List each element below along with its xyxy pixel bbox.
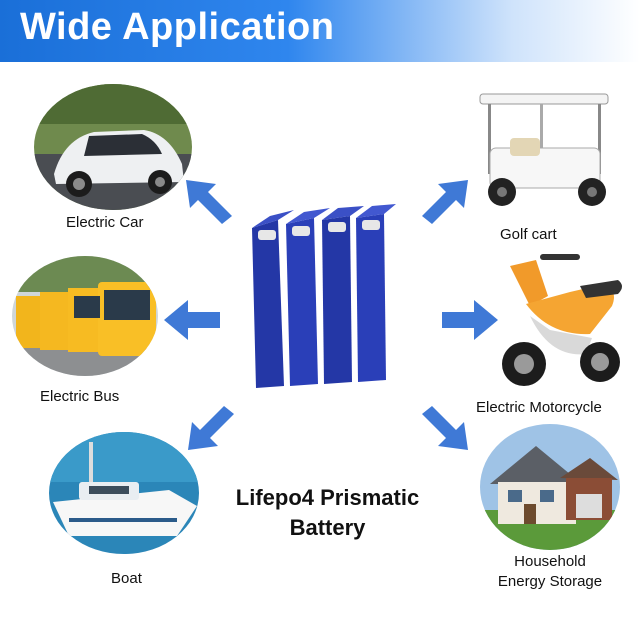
golf-cart-image [470, 88, 620, 218]
arrow-left-icon [164, 300, 220, 340]
battery-cell [356, 204, 396, 382]
boat-image [49, 432, 199, 554]
electric-car-image [34, 84, 192, 210]
electric-bus-image [12, 256, 158, 376]
battery-cell [286, 208, 330, 386]
arrow-down-left-icon [188, 406, 234, 450]
product-title-line1: Lifepo4 Prismatic [235, 485, 420, 510]
household-label-line1: Household [514, 553, 586, 570]
prismatic-battery-image [244, 200, 396, 392]
battery-cell [322, 206, 364, 384]
arrow-down-right-icon [422, 406, 468, 450]
product-title: Lifepo4 Prismatic Battery [215, 483, 440, 543]
battery-cell [252, 210, 294, 388]
arrow-up-left-icon [186, 180, 232, 224]
electric-car-label: Electric Car [66, 214, 144, 231]
electric-motorcycle-label: Electric Motorcycle [476, 399, 602, 416]
household-image [480, 424, 620, 550]
household-label: Household Energy Storage [478, 552, 622, 592]
product-title-line2: Battery [289, 515, 366, 540]
golf-cart-label: Golf cart [500, 226, 557, 243]
electric-bus-label: Electric Bus [40, 388, 120, 405]
arrow-right-icon [442, 300, 498, 340]
household-label-line2: Energy Storage [497, 573, 603, 590]
banner-title: Wide Application [20, 6, 335, 48]
header-banner: Wide Application [0, 0, 640, 62]
arrow-up-right-icon [422, 180, 468, 224]
boat-label: Boat [111, 570, 142, 587]
electric-motorcycle-image [490, 246, 630, 396]
